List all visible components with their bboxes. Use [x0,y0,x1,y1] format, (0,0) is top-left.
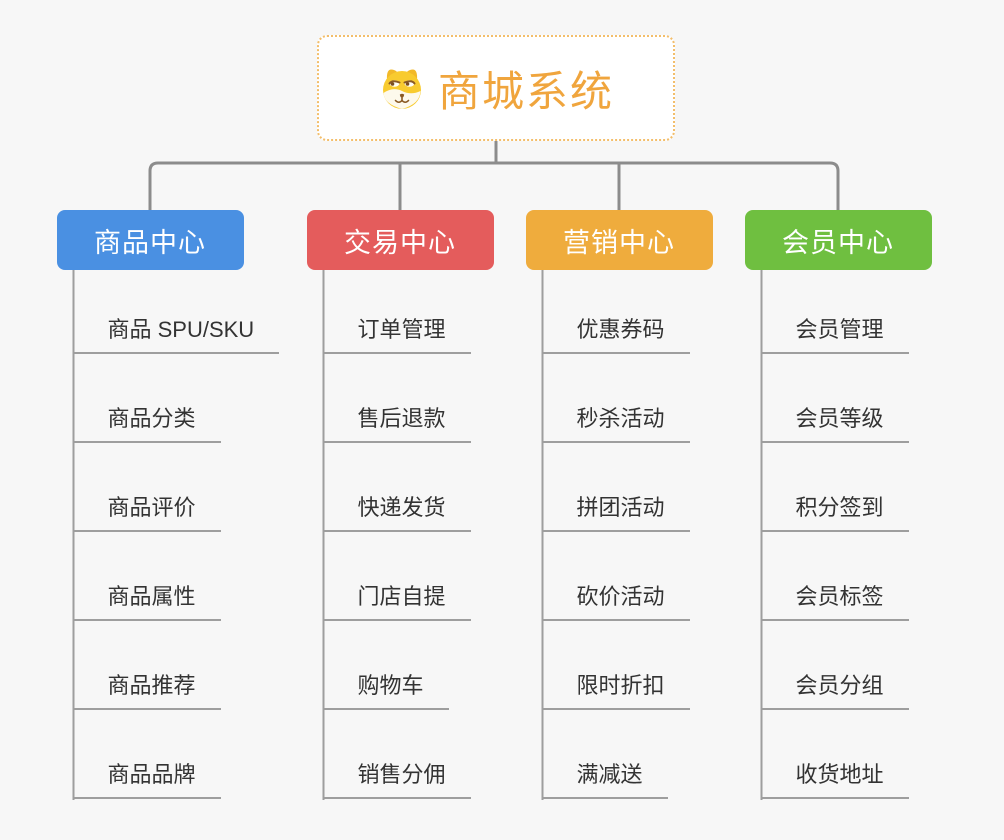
leaf-row: 满减送 [541,710,668,799]
leaf-row: 拼团活动 [541,443,690,532]
leaf-row: 会员标签 [760,532,909,621]
branch-children-column: 订单管理售后退款快递发货门店自提购物车销售分佣 [322,265,471,799]
leaf-row: 会员分组 [760,621,909,710]
leaf-node[interactable]: 商品推荐 [72,668,221,710]
leaf-row: 商品推荐 [72,621,221,710]
leaf-node[interactable]: 会员分组 [760,668,909,710]
leaf-node[interactable]: 快递发货 [322,490,471,532]
root-node-mall-system[interactable]: 商城系统 [317,35,675,141]
leaf-node[interactable]: 砍价活动 [541,579,690,621]
branch-label: 营销中心 [563,227,675,258]
leaf-node[interactable]: 销售分佣 [322,757,471,799]
leaf-node[interactable]: 拼团活动 [541,490,690,532]
leaf-row: 门店自提 [322,532,471,621]
leaf-row: 商品评价 [72,443,221,532]
leaf-node[interactable]: 售后退款 [322,401,471,443]
leaf-node[interactable]: 商品 SPU/SKU [72,312,280,354]
branch-node-0[interactable]: 商品中心 [56,210,244,270]
leaf-row: 售后退款 [322,354,471,443]
branch-label: 交易中心 [344,227,456,258]
leaf-row: 会员管理 [760,265,909,354]
leaf-node[interactable]: 会员等级 [760,401,909,443]
leaf-node[interactable]: 商品分类 [72,401,221,443]
leaf-row: 限时折扣 [541,621,690,710]
leaf-node[interactable]: 会员管理 [760,312,909,354]
branch-node-3[interactable]: 会员中心 [744,210,932,270]
leaf-row: 商品 SPU/SKU [72,265,280,354]
root-title: 商城系统 [437,67,614,115]
leaf-node[interactable]: 购物车 [322,668,449,710]
leaf-node[interactable]: 积分签到 [760,490,909,532]
leaf-node[interactable]: 商品评价 [72,490,221,532]
branch-label: 商品中心 [94,227,206,258]
leaf-row: 商品分类 [72,354,221,443]
leaf-row: 商品属性 [72,532,221,621]
leaf-row: 砍价活动 [541,532,690,621]
branch-label: 会员中心 [782,227,894,258]
leaf-row: 快递发货 [322,443,471,532]
leaf-node[interactable]: 收货地址 [760,757,909,799]
dog-icon [382,69,421,109]
leaf-row: 秒杀活动 [541,354,690,443]
leaf-node[interactable]: 订单管理 [322,312,471,354]
branch-children-column: 商品 SPU/SKU 商品分类商品评价商品属性商品推荐商品品牌 [72,265,280,799]
leaf-node[interactable]: 商品品牌 [72,757,221,799]
leaf-node[interactable]: 门店自提 [322,579,471,621]
leaf-row: 销售分佣 [322,710,471,799]
leaf-node[interactable]: 秒杀活动 [541,401,690,443]
leaf-node[interactable]: 会员标签 [760,579,909,621]
leaf-node[interactable]: 优惠券码 [541,312,690,354]
leaf-row: 商品品牌 [72,710,221,799]
branch-children-column: 优惠券码秒杀活动拼团活动砍价活动限时折扣满减送 [541,265,690,799]
leaf-node[interactable]: 限时折扣 [541,668,690,710]
leaf-row: 购物车 [322,621,449,710]
leaf-row: 优惠券码 [541,265,690,354]
branch-node-2[interactable]: 营销中心 [525,210,713,270]
leaf-row: 会员等级 [760,354,909,443]
leaf-node[interactable]: 商品属性 [72,579,221,621]
leaf-row: 积分签到 [760,443,909,532]
branch-children-column: 会员管理会员等级积分签到会员标签会员分组收货地址 [760,265,909,799]
leaf-node[interactable]: 满减送 [541,757,668,799]
leaf-row: 收货地址 [760,710,909,799]
leaf-row: 订单管理 [322,265,471,354]
branch-node-1[interactable]: 交易中心 [306,210,494,270]
